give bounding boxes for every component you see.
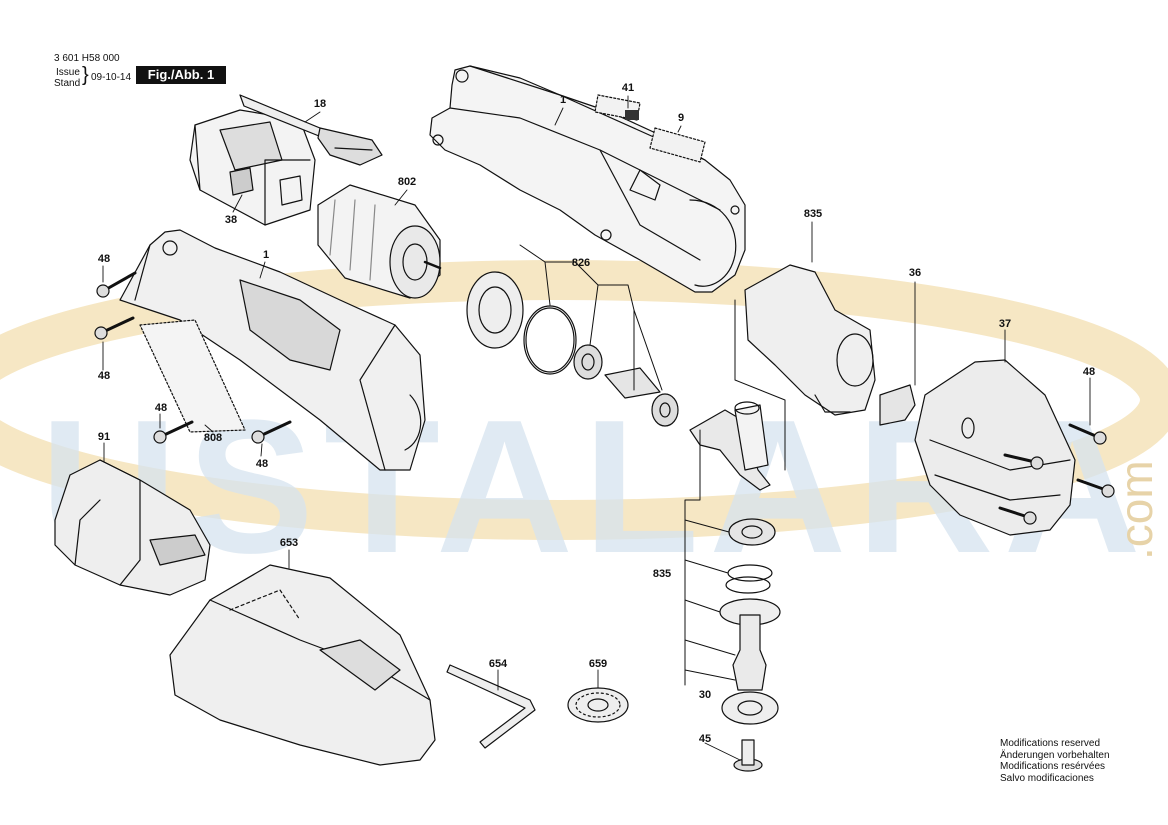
mod-note-de: Änderungen vorbehalten — [1000, 749, 1110, 761]
callout-41: 41 — [621, 82, 635, 94]
brace-glyph: } — [82, 64, 89, 86]
fork-lever — [689, 401, 771, 491]
callout-9: 9 — [677, 112, 685, 124]
watermark-suffix: .com — [1110, 460, 1162, 560]
figure-label: Fig./Abb. 1 — [136, 66, 226, 84]
callout-38: 38 — [224, 214, 238, 226]
callout-30: 30 — [698, 689, 712, 701]
adapter-disc — [567, 687, 629, 723]
callout-37: 37 — [998, 318, 1012, 330]
callout-1-lower: 1 — [262, 249, 270, 261]
leader-lines — [102, 95, 1091, 761]
modification-notes: Modifications reserved Änderungen vorbeh… — [1000, 738, 1110, 784]
callout-48-b: 48 — [1082, 366, 1096, 378]
callout-48-e: 48 — [255, 458, 269, 470]
callout-18: 18 — [313, 98, 327, 110]
battery-pack — [54, 459, 211, 596]
mod-note-en: Modifications reserved — [1000, 738, 1101, 749]
callout-654: 654 — [488, 658, 508, 670]
screw-45 — [733, 739, 763, 772]
callout-653: 653 — [279, 537, 299, 549]
callout-45: 45 — [698, 733, 712, 745]
clip-36 — [879, 384, 916, 426]
callout-835-lower: 835 — [652, 568, 672, 580]
switch-slider — [239, 94, 383, 166]
callout-91: 91 — [97, 431, 111, 443]
issue-date: 09-10-14 — [91, 72, 132, 83]
hex-key — [446, 664, 536, 749]
bracket-835-upper — [734, 299, 786, 471]
callout-802: 802 — [397, 176, 417, 188]
callout-835-upper: 835 — [803, 208, 823, 220]
callout-48-a: 48 — [97, 253, 111, 265]
mod-note-fr: Modifications resérvées — [1000, 761, 1106, 772]
electronics-module — [189, 109, 316, 226]
mod-note-es: Salvo modificaciones — [1000, 772, 1094, 784]
bracket-835-leads — [684, 519, 736, 681]
bracket-826-leads — [544, 261, 663, 391]
spindle-stack — [719, 518, 781, 725]
callout-826: 826 — [571, 257, 591, 269]
bearing-kit — [466, 271, 679, 427]
callout-48-d: 48 — [154, 402, 168, 414]
callout-48-c: 48 — [97, 370, 111, 382]
charger — [169, 564, 436, 766]
label-808 — [139, 319, 246, 433]
callout-1-upper: 1 — [559, 94, 567, 106]
label-9 — [649, 127, 706, 163]
issue-label: Issue — [56, 67, 80, 78]
callout-659: 659 — [588, 658, 608, 670]
housing-lower — [119, 229, 426, 471]
screws-48 — [94, 271, 1115, 525]
callout-36: 36 — [908, 267, 922, 279]
nameplate-41 — [594, 94, 641, 121]
cover-37 — [914, 359, 1076, 536]
part-number: 3 601 H58 000 — [54, 53, 120, 64]
callout-808: 808 — [203, 432, 223, 444]
motor — [317, 184, 442, 299]
gear-head — [744, 264, 876, 416]
stand-label: Stand — [54, 78, 81, 89]
watermark-swoosh — [0, 260, 1168, 540]
bracket-835-lower — [684, 429, 701, 686]
